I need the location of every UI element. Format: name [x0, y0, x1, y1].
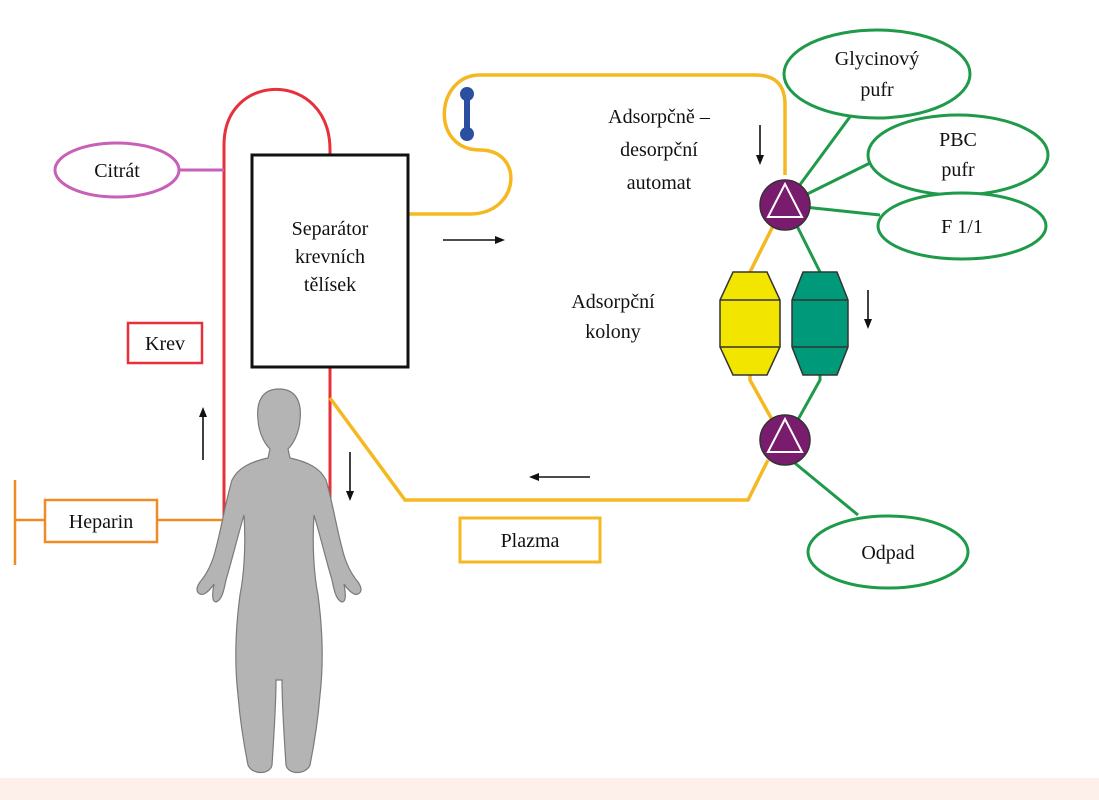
pbc-label-line1: PBC	[939, 129, 977, 151]
arrow-icon-left	[529, 473, 590, 481]
arrow-icon-down-column	[864, 290, 872, 329]
glycine-label-line2: pufr	[860, 79, 894, 101]
krev-box	[126, 321, 204, 365]
arrow-icon-down-automat	[756, 125, 764, 165]
kolony-label-line2: kolony	[585, 321, 641, 343]
citrate-ellipse	[53, 141, 181, 199]
human-figure-icon	[196, 388, 362, 774]
plasma-return-line	[328, 396, 770, 502]
krev-label: Krev	[145, 333, 185, 355]
automat-label-line2: desorpční	[620, 139, 698, 161]
column-icon-right	[791, 271, 849, 376]
waste-label: Odpad	[861, 542, 914, 564]
flow-arrows	[199, 125, 872, 501]
citrate-label: Citrát	[94, 160, 140, 182]
f11-ellipse	[876, 191, 1048, 261]
automat-label-line1: Adsorpčně –	[608, 106, 711, 128]
blood-lines	[222, 87, 332, 520]
separator-label-line2: krevních	[295, 246, 365, 268]
blood-loop-line	[222, 87, 332, 520]
pbc-label-line2: pufr	[941, 159, 975, 181]
valve-icon-bottom	[759, 414, 811, 466]
arrow-icon-up	[199, 407, 207, 460]
column-icon-left	[719, 271, 781, 376]
pbc-ellipse	[866, 113, 1050, 197]
footer-band	[0, 778, 1099, 800]
heparin-line	[13, 480, 224, 565]
arrow-icon-right	[443, 236, 505, 244]
separator-label-line1: Separátor	[292, 218, 369, 240]
separator-label-line3: tělísek	[304, 274, 356, 296]
plazma-box	[458, 516, 602, 564]
separator-box	[250, 153, 410, 369]
pump-icon	[460, 87, 474, 141]
valve-icon-top	[759, 179, 811, 231]
automat-label-line3: automat	[627, 172, 692, 194]
waste-line	[784, 453, 859, 517]
heparin-label: Heparin	[69, 511, 133, 533]
plasma-out-line	[408, 73, 787, 216]
arrow-icon-down-blood	[346, 452, 354, 501]
kolony-label-line1: Adsorpční	[571, 291, 655, 313]
glycine-ellipse	[782, 28, 972, 120]
f11-label: F 1/1	[941, 216, 983, 238]
heparin-box	[43, 498, 159, 544]
glycine-label-line1: Glycinový	[835, 48, 919, 70]
plazma-label: Plazma	[501, 530, 560, 552]
waste-ellipse	[806, 514, 970, 590]
